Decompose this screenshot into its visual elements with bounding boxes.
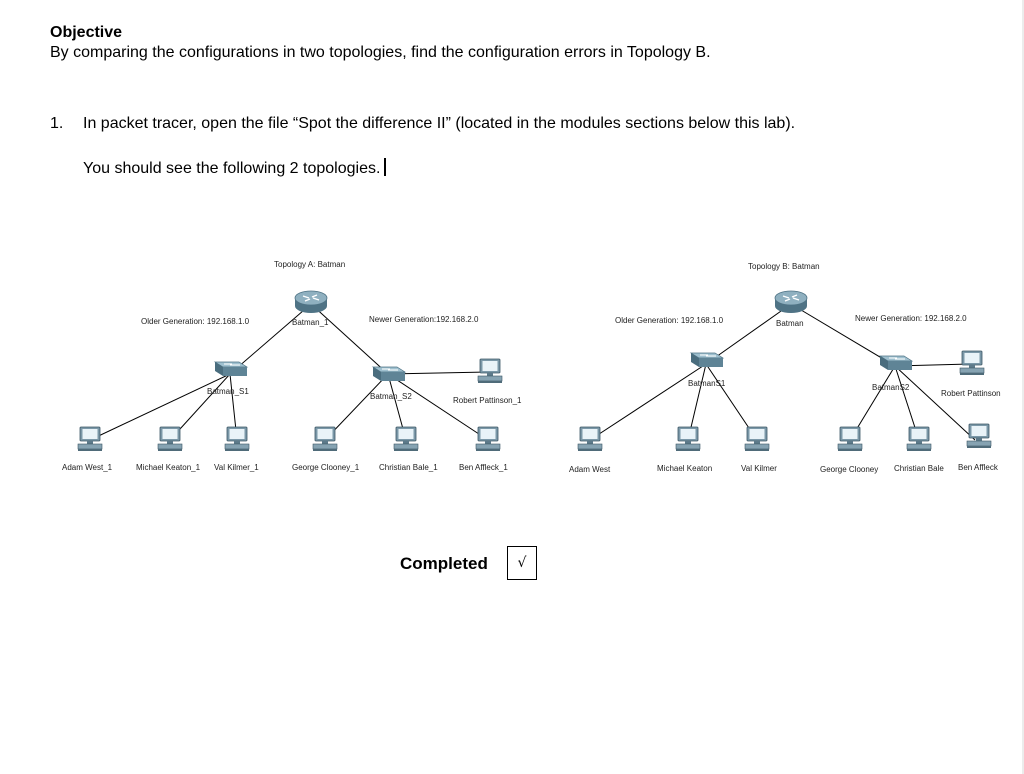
pc-label: Robert Pattinson	[941, 389, 1001, 398]
pc-icon[interactable]	[966, 423, 992, 449]
objective-heading: Objective	[50, 24, 123, 41]
pc-label: Val Kilmer	[741, 464, 777, 473]
pc-icon[interactable]	[744, 426, 770, 452]
topology-a: Topology A: Batman Batman_1 Older Genera…	[62, 260, 522, 472]
pc-icon[interactable]	[906, 426, 932, 452]
completed-checkbox[interactable]: √	[507, 546, 537, 580]
step-number: 1.	[50, 115, 64, 132]
newer-generation-b: Newer Generation: 192.168.2.0	[855, 314, 967, 323]
switch-a2-label: Batman_S2	[370, 392, 412, 401]
newer-generation-a: Newer Generation:192.168.2.0	[369, 315, 479, 324]
pc-icon[interactable]	[959, 350, 985, 376]
router-icon[interactable]	[294, 290, 328, 314]
pc-label: Adam West	[569, 465, 611, 474]
switch-icon[interactable]	[690, 352, 724, 368]
step-text: In packet tracer, open the file “Spot th…	[83, 115, 796, 132]
older-generation-a: Older Generation: 192.168.1.0	[141, 317, 250, 326]
pc-label: Robert Pattinson_1	[453, 396, 522, 405]
pc-icon[interactable]	[224, 426, 250, 452]
pc-label: Christian Bale	[894, 464, 944, 473]
objective-text: By comparing the configurations in two t…	[50, 44, 711, 61]
step-subtext-label: You should see the following 2 topologie…	[83, 160, 381, 177]
pc-icon[interactable]	[837, 426, 863, 452]
router-icon[interactable]	[774, 290, 808, 314]
pc-label: Adam West_1	[62, 463, 113, 472]
pc-icon[interactable]	[675, 426, 701, 452]
pc-icon[interactable]	[312, 426, 338, 452]
text-cursor	[384, 158, 387, 176]
router-a-label: Batman_1	[292, 318, 329, 327]
pc-label: George Clooney	[820, 465, 878, 474]
pc-icon[interactable]	[577, 426, 603, 452]
switch-b2-label: BatmanS2	[872, 383, 910, 392]
switch-icon[interactable]	[214, 361, 248, 377]
switch-a1-label: Batman_S1	[207, 387, 249, 396]
pc-icon[interactable]	[477, 358, 503, 384]
switch-icon[interactable]	[879, 355, 913, 371]
pc-label: Michael Keaton_1	[136, 463, 201, 472]
router-b-label: Batman	[776, 319, 804, 328]
pc-label: Christian Bale_1	[379, 463, 438, 472]
pc-icon[interactable]	[77, 426, 103, 452]
pc-label: Ben Affleck_1	[459, 463, 508, 472]
pc-label: Ben Affleck	[958, 463, 999, 472]
page-edge	[1022, 0, 1024, 774]
pc-label: Val Kilmer_1	[214, 463, 259, 472]
step-subtext: You should see the following 2 topologie…	[83, 158, 387, 178]
topology-a-title: Topology A: Batman	[274, 260, 345, 269]
switch-icon[interactable]	[372, 366, 406, 382]
pc-label: George Clooney_1	[292, 463, 360, 472]
pc-icon[interactable]	[393, 426, 419, 452]
completed-label: Completed	[400, 554, 488, 573]
older-generation-b: Older Generation: 192.168.1.0	[615, 316, 724, 325]
switch-b1-label: BatmanS1	[688, 379, 726, 388]
pc-label: Michael Keaton	[657, 464, 712, 473]
pc-icon[interactable]	[157, 426, 183, 452]
topology-b-title: Topology B: Batman	[748, 262, 820, 271]
pc-icon[interactable]	[475, 426, 501, 452]
topology-b: Topology B: Batman Batman Older Generati…	[569, 262, 1001, 474]
